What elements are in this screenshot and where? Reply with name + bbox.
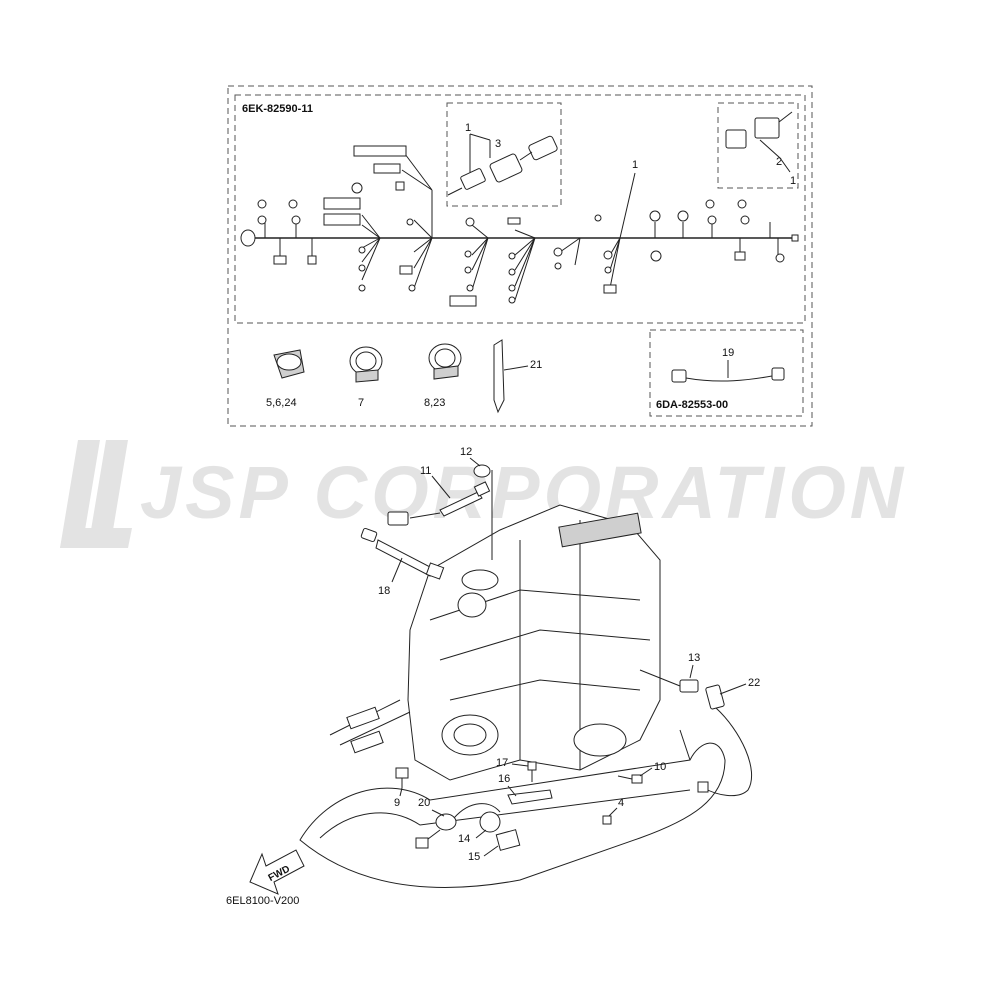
gasket-12-drawing bbox=[473, 464, 491, 478]
fwd-arrow-icon: FWD bbox=[249, 849, 305, 895]
callout-leader bbox=[475, 829, 487, 839]
callout-1b: 1 bbox=[790, 175, 796, 187]
clamp-5-6-24-drawing bbox=[273, 349, 305, 379]
screw-17-drawing bbox=[527, 761, 537, 782]
callout-22: 22 bbox=[748, 677, 760, 689]
grommet-14-drawing bbox=[479, 811, 501, 833]
connector-11-drawing bbox=[387, 511, 409, 526]
callout-7: 7 bbox=[358, 397, 364, 409]
callout-leader bbox=[619, 172, 636, 239]
callout-3: 3 bbox=[495, 138, 501, 150]
callout-leader bbox=[503, 365, 529, 371]
callout-leader bbox=[483, 845, 499, 857]
harness-kit-box: 6EK-82590-11 1 3 2 1 bbox=[227, 85, 813, 427]
callout-leader bbox=[431, 809, 445, 817]
outer-dashed-box bbox=[227, 85, 813, 427]
callout-16: 16 bbox=[498, 773, 510, 785]
sensor-11-drawing bbox=[409, 481, 491, 519]
callout-leader bbox=[507, 785, 517, 797]
bolt-9-drawing bbox=[395, 767, 409, 788]
connector-pair-drawing bbox=[447, 135, 558, 196]
sensor-18-drawing bbox=[360, 527, 445, 580]
callout-leader bbox=[689, 664, 694, 679]
callout-11: 11 bbox=[420, 465, 431, 477]
callout-leader bbox=[759, 139, 791, 173]
callout-21: 21 bbox=[530, 359, 542, 371]
connector-detail-box bbox=[446, 102, 562, 207]
engine-assembly-drawing bbox=[299, 504, 726, 888]
callout-12: 12 bbox=[460, 446, 472, 458]
callout-19: 19 bbox=[722, 347, 734, 359]
callout-leader bbox=[399, 787, 403, 797]
lead-wire-detail-box bbox=[649, 329, 804, 417]
wire-harness-drawing bbox=[240, 145, 799, 307]
bolt-10-drawing bbox=[617, 774, 643, 784]
callout-9: 9 bbox=[394, 797, 400, 809]
lead-22-drawing bbox=[697, 684, 753, 797]
callout-2: 2 bbox=[776, 156, 782, 168]
watermark-logo-mark bbox=[60, 440, 132, 548]
callout-leader bbox=[469, 457, 493, 560]
watermark: JSP CORPORATION bbox=[60, 440, 907, 548]
callout-10: 10 bbox=[654, 761, 666, 773]
bolt-4-drawing bbox=[602, 815, 612, 825]
wire-harness-dashed-box bbox=[234, 94, 806, 324]
callout-17: 17 bbox=[496, 757, 508, 769]
sensor-13-drawing bbox=[639, 669, 699, 693]
callout-leader bbox=[639, 767, 653, 777]
callout-18: 18 bbox=[378, 585, 390, 597]
callout-leader bbox=[719, 683, 747, 695]
callout-13: 13 bbox=[688, 652, 700, 664]
callout-14: 14 bbox=[458, 833, 470, 845]
part-20-drawing bbox=[415, 803, 501, 849]
plate-15-drawing bbox=[495, 829, 521, 851]
clamp-7-drawing bbox=[349, 346, 383, 383]
bracket-16-drawing bbox=[507, 789, 553, 805]
callout-20: 20 bbox=[418, 797, 430, 809]
callout-4: 4 bbox=[618, 797, 624, 809]
callout-leader bbox=[511, 763, 529, 767]
coupler-detail-box bbox=[717, 102, 799, 189]
callout-8-23: 8,23 bbox=[424, 397, 445, 409]
callout-15: 15 bbox=[468, 851, 480, 863]
figure-code: 6EL8100-V200 bbox=[226, 895, 299, 907]
callout-1a: 1 bbox=[465, 122, 471, 134]
coupler-drawing bbox=[725, 111, 793, 149]
cable-tie-drawing bbox=[493, 339, 505, 414]
callout-leader bbox=[608, 807, 618, 817]
lead-wire-part-code: 6DA-82553-00 bbox=[656, 399, 728, 411]
callout-leader bbox=[391, 557, 403, 583]
lead-wire-drawing bbox=[671, 367, 785, 383]
watermark-text: JSP CORPORATION bbox=[140, 451, 907, 534]
harness-part-code: 6EK-82590-11 bbox=[242, 103, 313, 115]
callout-5-6-24: 5,6,24 bbox=[266, 397, 297, 409]
callout-leader bbox=[431, 475, 451, 499]
callout-1c: 1 bbox=[632, 159, 638, 171]
clamp-8-23-drawing bbox=[428, 343, 462, 380]
